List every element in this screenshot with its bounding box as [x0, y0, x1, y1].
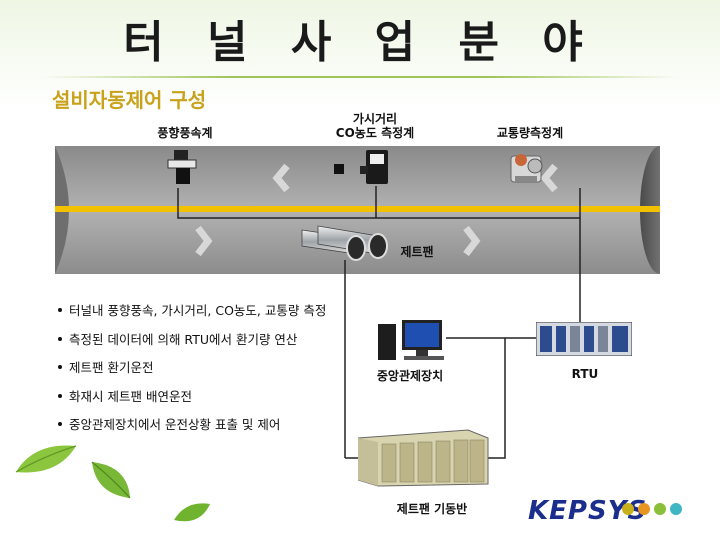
page-title: 터 널 사 업 분 야 — [123, 17, 597, 68]
brand-dot-4 — [670, 503, 682, 515]
computer-icon — [378, 320, 444, 360]
chevron-right-icon — [195, 225, 213, 257]
leaf-icon — [174, 503, 210, 522]
visibility-sensor-icon — [334, 150, 388, 184]
visibility-sensor-label-line2: CO농도 측정계 — [335, 126, 415, 140]
jetfan-icon — [301, 225, 388, 261]
center-lane-line — [55, 206, 660, 212]
traffic-sensor-icon — [510, 154, 543, 183]
chevron-left-icon — [272, 163, 290, 193]
feature-list: 터널내 풍향풍속, 가시거리, CO농도, 교통량 측정 측정된 데이터에 의해… — [58, 300, 326, 443]
list-item: 중앙관제장치에서 운전상황 표출 및 제어 — [58, 414, 326, 432]
wind-sensor-icon — [167, 150, 197, 184]
brand-dot-1 — [622, 503, 634, 515]
leaf-icon — [15, 445, 77, 473]
visibility-sensor-label: 가시거리 CO농도 측정계 — [325, 112, 425, 140]
rtu-label: RTU — [571, 367, 599, 381]
section-subtitle: 설비자동제어 구성 — [52, 88, 207, 112]
control-panel-label: 제트팬 기동반 — [396, 502, 468, 516]
chevron-right-icon — [463, 225, 481, 257]
leaf-icon — [91, 461, 131, 499]
list-item: 측정된 데이터에 의해 RTU에서 환기량 연산 — [58, 329, 326, 347]
jetfan-label: 제트팬 — [400, 245, 434, 259]
brand-dot-2 — [638, 503, 650, 515]
list-item: 터널내 풍향풍속, 가시거리, CO농도, 교통량 측정 — [58, 300, 326, 318]
sensor-bus-line — [177, 188, 581, 219]
wind-sensor-label: 풍향풍속계 — [157, 126, 213, 140]
visibility-sensor-label-line1: 가시거리 — [352, 112, 398, 126]
list-item: 화재시 제트팬 배연운전 — [58, 386, 326, 404]
chevron-left-icon — [540, 163, 558, 193]
rtu-icon — [536, 322, 632, 356]
central-control-label: 중앙관제장치 — [376, 369, 444, 383]
header-background — [0, 0, 720, 110]
list-item: 제트팬 환기운전 — [58, 357, 326, 375]
traffic-sensor-label: 교통량측정계 — [496, 126, 564, 140]
title-underline — [40, 76, 680, 78]
brand-dot-3 — [654, 503, 666, 515]
control-panel-icon — [358, 429, 489, 487]
